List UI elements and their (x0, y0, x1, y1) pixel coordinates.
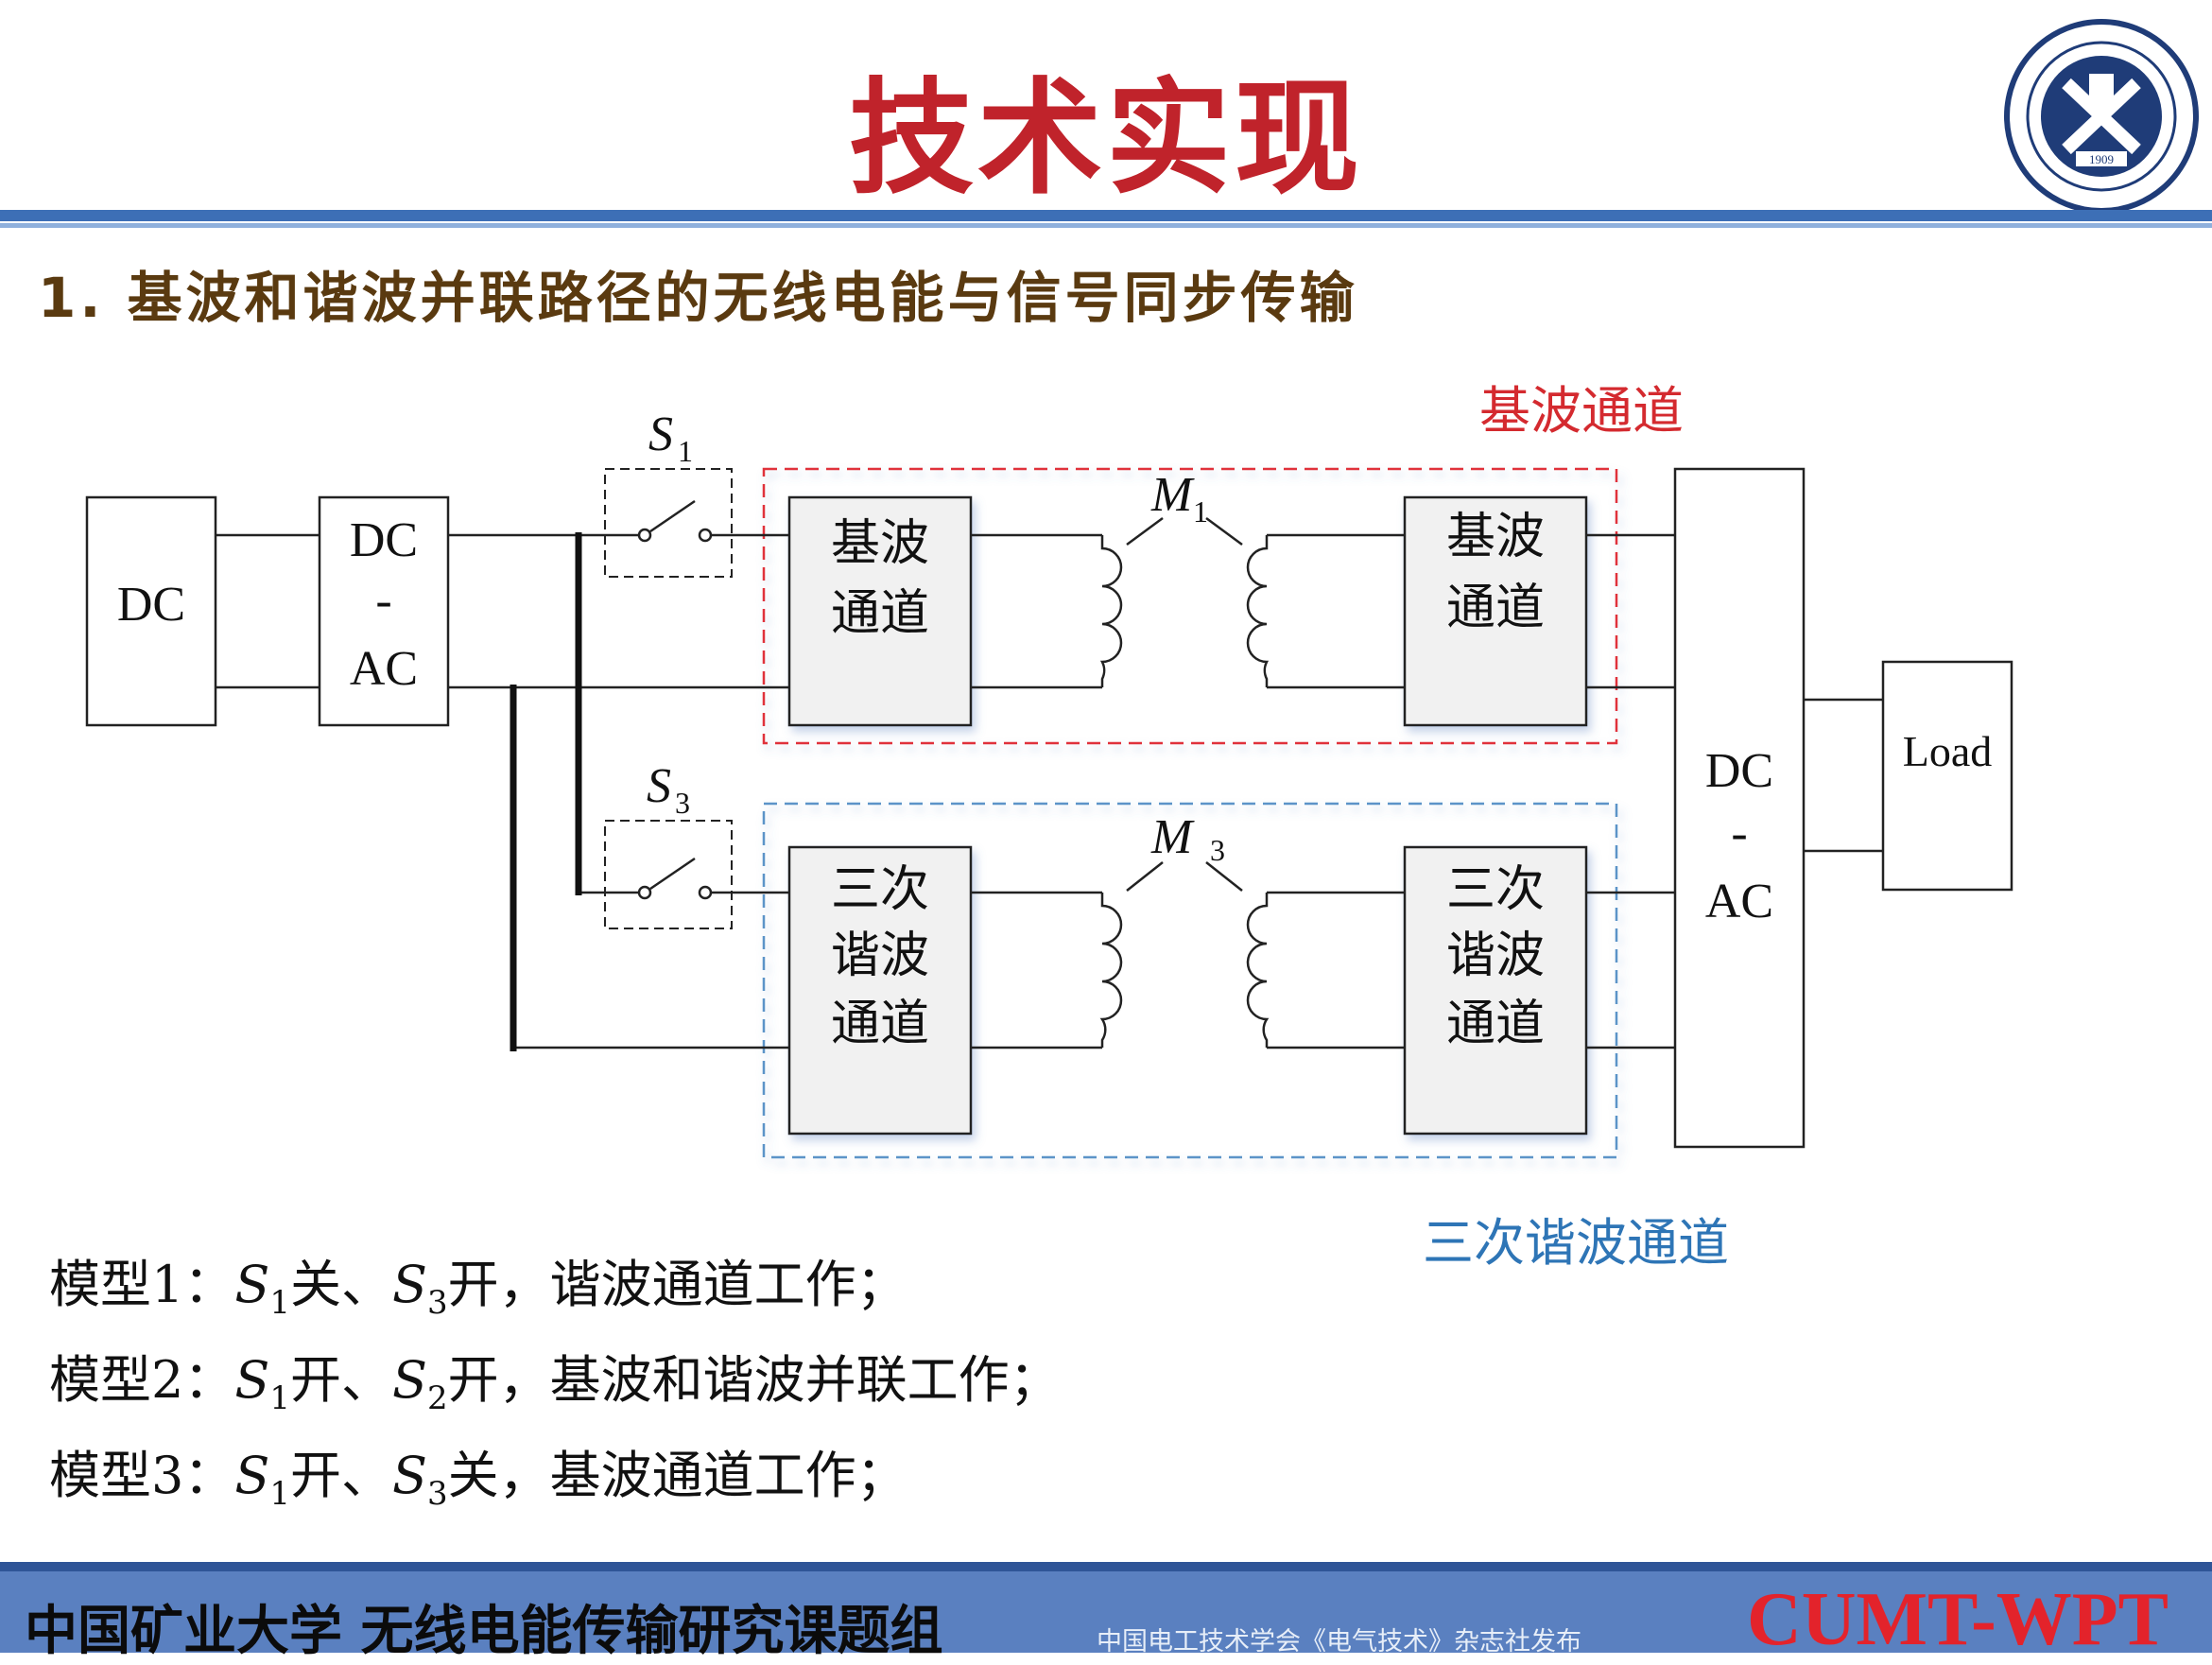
switch-s1-label: S (648, 408, 673, 461)
harmonic-rx-label-1: 三次 (1446, 863, 1545, 917)
harmonic-tx-label-2: 谐波 (831, 929, 929, 983)
mode-description: 开，基波和谐波并联工作； (447, 1349, 1061, 1410)
mode-line-1: 模型1：S1关、S3开，谐波通道工作； (49, 1246, 1061, 1342)
circuit-diagram: DC DC - AC DC - AC Load 基波 通道 基波 通道 三次 谐… (85, 408, 2013, 1159)
logo-year: 1909 (2089, 152, 2114, 166)
switch-subscript: 3 (427, 1283, 448, 1322)
switch-symbol: S (234, 1255, 270, 1314)
dc-source-block (85, 495, 217, 727)
fundamental-tx-label-1: 基波 (831, 517, 929, 571)
switch-subscript: 1 (269, 1379, 290, 1417)
switch-symbol: S (234, 1349, 270, 1410)
switch-s1-subscript: 1 (678, 434, 693, 468)
switch-state: 关、 (290, 1255, 392, 1314)
footer-group-name: 中国矿业大学 无线电能传输研究课题组 (25, 1601, 943, 1662)
inverter-label-1: DC (350, 513, 418, 567)
harmonic-tx-label-1: 三次 (831, 863, 929, 917)
section-subtitle: 1. 基波和谐波并联路径的无线电能与信号同步传输 (38, 266, 1358, 330)
m3-label: M (1150, 810, 1195, 864)
harmonic-channel-box (762, 802, 1618, 1159)
fundamental-rx-label-2: 通道 (1446, 581, 1545, 635)
harmonic-channel-label: 三次谐波通道 (1423, 1213, 1729, 1273)
header-rule-light (0, 223, 2212, 228)
harmonic-tx-block (787, 845, 973, 1136)
switch-subscript: 3 (427, 1474, 448, 1513)
switch-subscript: 1 (269, 1474, 290, 1513)
rectifier-label-1: DC (1705, 744, 1773, 798)
rectifier-label-2: - (1731, 806, 1747, 860)
header-rule (0, 210, 2212, 221)
switch-symbol: S (392, 1255, 427, 1314)
fundamental-rx-block (1403, 495, 1588, 727)
inverter-label-2: - (375, 574, 391, 628)
harmonic-rx-label-2: 谐波 (1446, 929, 1545, 983)
fundamental-tx-label-2: 通道 (831, 587, 929, 641)
harmonic-rx-label-3: 通道 (1446, 997, 1545, 1051)
mode-prefix: 模型2： (49, 1349, 235, 1410)
m1-subscript: 1 (1193, 494, 1208, 529)
mode-list: 模型1：S1关、S3开，谐波通道工作； 模型2：S1开、S2开，基波和谐波并联工… (49, 1246, 1061, 1532)
mode-description: 关，基波通道工作； (447, 1445, 907, 1505)
dc-label: DC (117, 578, 185, 632)
page-title: 技术实现 (849, 66, 1363, 212)
m3-subscript: 3 (1210, 833, 1225, 867)
university-logo: 1909 (2004, 19, 2199, 214)
switch-subscript: 2 (427, 1379, 448, 1417)
switch-s1-box (604, 468, 733, 578)
rectifier-label-3: AC (1705, 875, 1773, 928)
inverter-label-3: AC (350, 642, 418, 696)
switch-s3-box (604, 820, 733, 929)
switch-state: 开、 (290, 1349, 392, 1410)
load-label: Load (1903, 727, 1993, 775)
fundamental-tx-block (787, 495, 973, 727)
inverter-block (318, 495, 450, 727)
switch-s3-subscript: 3 (675, 786, 690, 820)
mode-prefix: 模型3： (49, 1445, 235, 1505)
switch-s3-label: S (647, 759, 671, 813)
m1-label: M (1150, 468, 1195, 522)
footer-publisher: 中国电工技术学会《电气技术》杂志社发布 (1097, 1627, 1581, 1656)
footer-bar-inner (0, 1571, 2212, 1653)
switch-state: 开、 (290, 1445, 392, 1505)
fundamental-rx-label-1: 基波 (1446, 511, 1545, 564)
mode-line-3: 模型3：S1开、S3关，基波通道工作； (49, 1437, 1061, 1533)
harmonic-tx-label-3: 通道 (831, 997, 929, 1051)
footer-brand: CUMT-WPT (1747, 1578, 2169, 1661)
switch-symbol: S (234, 1445, 270, 1505)
mode-line-2: 模型2：S1开、S2开，基波和谐波并联工作； (49, 1342, 1061, 1437)
mode-prefix: 模型1： (49, 1255, 235, 1314)
harmonic-rx-block (1403, 845, 1588, 1136)
switch-symbol: S (392, 1349, 427, 1410)
fundamental-channel-box (762, 467, 1618, 745)
fundamental-channel-label: 基波通道 (1479, 381, 1684, 441)
rectifier-block (1673, 467, 1806, 1149)
switch-subscript: 1 (269, 1283, 290, 1322)
mode-description: 开，谐波通道工作； (447, 1255, 907, 1314)
load-block (1881, 660, 2013, 892)
switch-symbol: S (392, 1445, 427, 1505)
